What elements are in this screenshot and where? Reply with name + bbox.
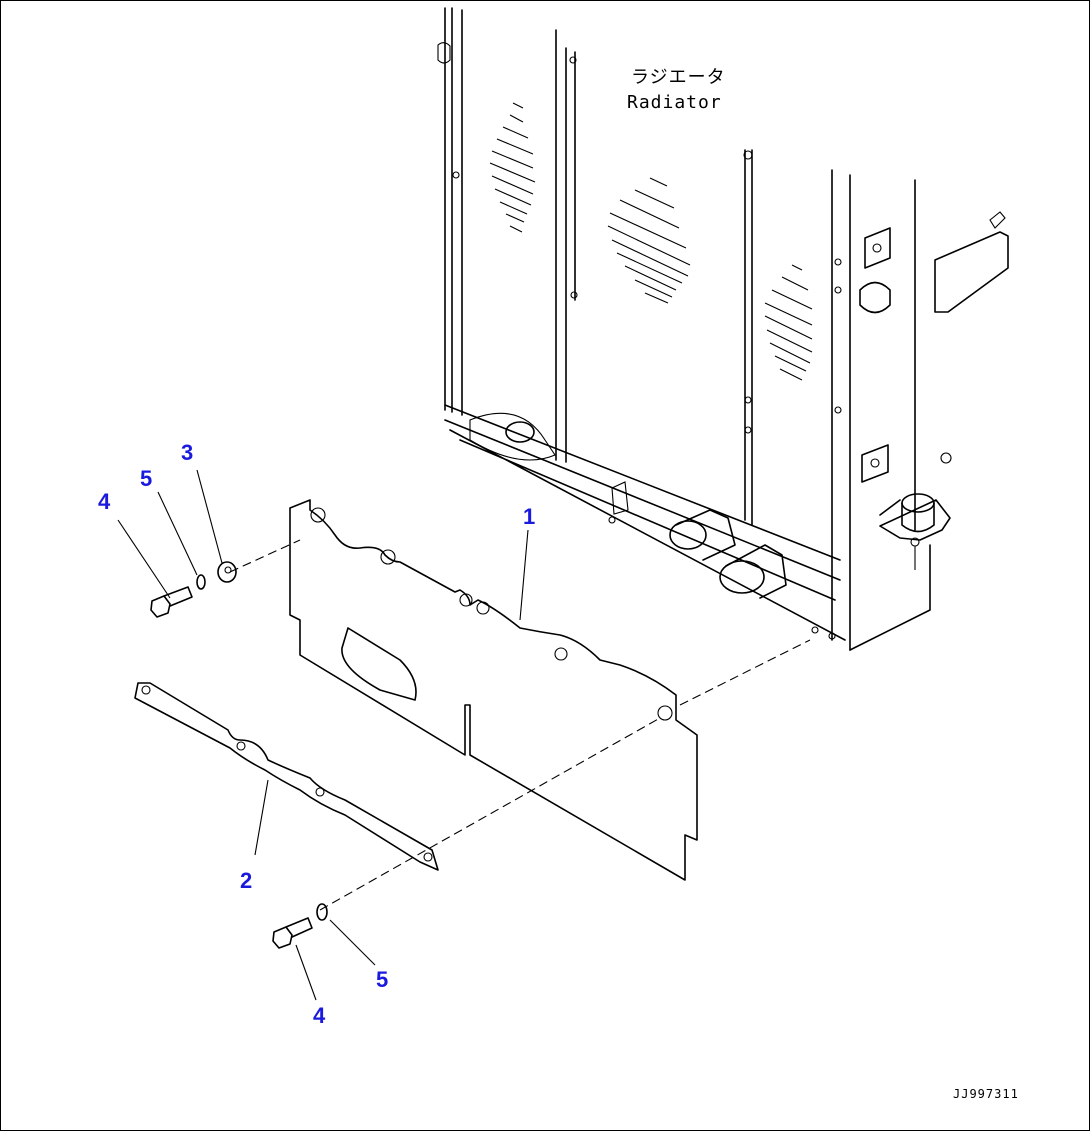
callout-5-bottom: 5: [376, 967, 388, 992]
part-5-washer-top: [196, 574, 206, 590]
callout-4-bottom: 4: [313, 1003, 326, 1028]
radiator-pipes: [669, 509, 787, 599]
leader-lines: [117, 469, 529, 1001]
part-4-bolt-top: [150, 586, 193, 618]
radiator-label-en: Radiator: [627, 92, 722, 113]
radiator-assembly: [437, 7, 1009, 651]
callout-2: 2: [240, 868, 252, 893]
filler-cap: [879, 452, 952, 570]
part-4-bolt-bottom: [272, 917, 313, 949]
assembly-lines: [229, 539, 811, 911]
callout-3: 3: [181, 440, 193, 465]
radiator-label-jp: ラジエータ: [631, 67, 726, 88]
part-2-strip: [134, 682, 439, 871]
drawing-code: JJ997311: [953, 1087, 1019, 1101]
part-3-washer: [217, 561, 237, 583]
part-1-cover: [289, 499, 698, 881]
part-5-washer-bottom: [316, 903, 328, 921]
callout-5-top: 5: [140, 466, 152, 491]
callout-1: 1: [523, 504, 535, 529]
callout-4-top: 4: [98, 489, 111, 514]
